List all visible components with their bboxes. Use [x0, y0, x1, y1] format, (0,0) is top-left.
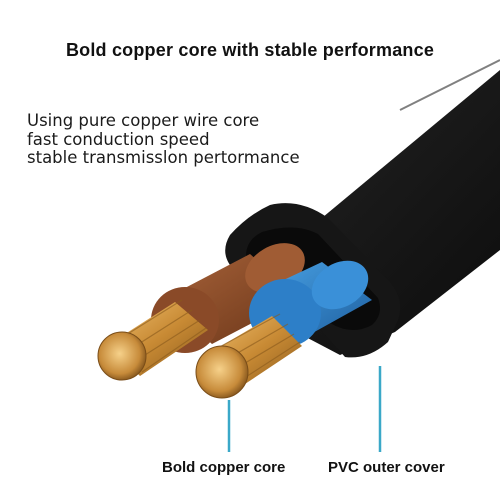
callout-label-copper-core: Bold copper core	[162, 459, 286, 476]
description-line: stable transmisslon pertormance	[27, 148, 300, 167]
copper-strands-brown	[97, 299, 208, 381]
description-line: fast conduction speed	[27, 129, 210, 149]
description-line: Using pure copper wire core	[27, 111, 260, 130]
copper-strands-blue	[195, 313, 302, 399]
description-block: Using pure copper wire core fast conduct…	[27, 111, 300, 168]
headline: Bold copper core with stable performance	[65, 40, 435, 60]
callout-label-pvc-cover: PVC outer cover	[328, 459, 445, 476]
